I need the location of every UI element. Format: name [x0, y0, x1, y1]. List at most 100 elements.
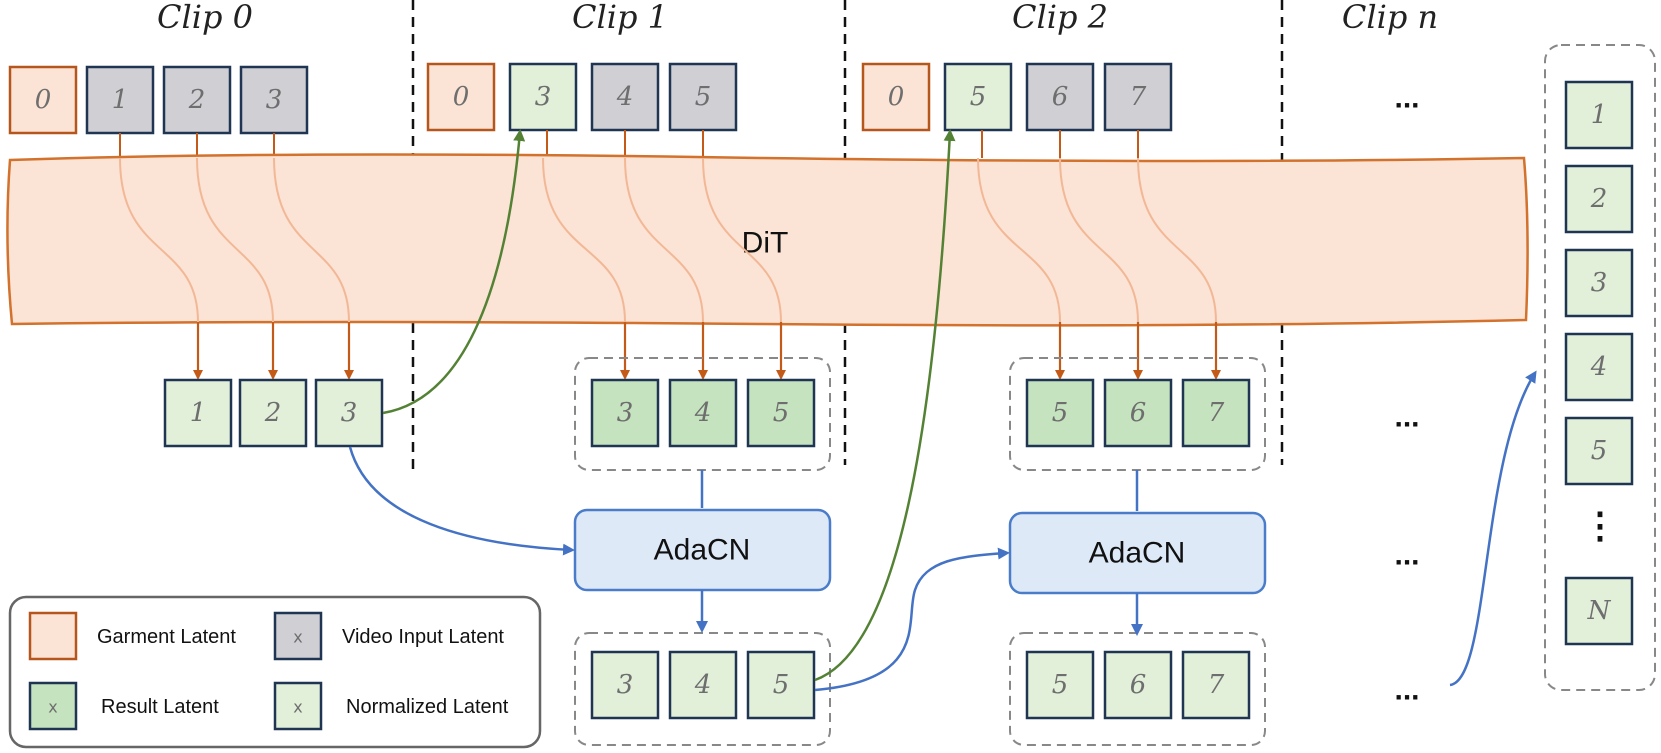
dit-internal-path: [542, 157, 626, 323]
dit-internal-path: [702, 157, 782, 323]
dit-internal-path: [119, 157, 199, 323]
clip-2-input-0-box: [861, 62, 931, 132]
vertical-ellipsis: ⋮: [1582, 505, 1618, 546]
clip-2-input-1-label: 5: [970, 82, 987, 112]
clip-1-input-3-box: [668, 62, 738, 132]
clip-1-input-1-label: 3: [535, 82, 552, 112]
clip-1-input-1-box: [508, 62, 578, 132]
legend-garment-label: Garment Latent: [97, 626, 236, 648]
clip-0-input-1-label: 1: [112, 85, 129, 115]
clip-1-to-adacn-arrow: [814, 547, 1010, 692]
clip-2-normalized-2-label: 7: [1208, 670, 1225, 700]
legend-normalized-swatch: [273, 681, 323, 731]
clip-1-feedback-arrow: [814, 129, 956, 682]
ellipsis: ...: [1394, 674, 1419, 707]
clip-2-output-1-box: [1103, 378, 1173, 448]
final-output-5-label: N: [1587, 596, 1612, 626]
final-output-4-label: 5: [1591, 436, 1608, 466]
clip-2-normalized-2-box: [1181, 650, 1251, 720]
legend-video-swatch: [273, 611, 323, 661]
clip-2-output-2-label: 7: [1208, 398, 1225, 428]
clip-0-output-1-box: [238, 378, 308, 448]
clip-2-title: Clip 2: [1012, 0, 1108, 36]
legend-garment-swatch: [28, 611, 78, 661]
clip-n-title: Clip n: [1342, 0, 1438, 36]
final-output-4-box: [1564, 416, 1634, 486]
dit-output-arrows: [193, 322, 1221, 380]
clip-1-normalized-1-box: [668, 650, 738, 720]
clip-0-output-1-label: 2: [264, 398, 282, 428]
clip-2-input-2-label: 6: [1052, 82, 1069, 112]
clip-0-output-0-label: 1: [190, 398, 207, 428]
clip-2-input-3-box: [1103, 62, 1173, 132]
clip-1-normalized-2-label: 5: [773, 670, 790, 700]
ellipsis: ...: [1394, 401, 1419, 434]
clip-1-input-0-label: 0: [453, 82, 470, 112]
clip-0-title: Clip 0: [157, 0, 253, 36]
final-output-1-label: 2: [1590, 184, 1608, 214]
to-final-output-arrow: [1449, 370, 1537, 687]
clip-1-normalized-2-box: [746, 650, 816, 720]
clip-2-input-0-label: 0: [888, 82, 905, 112]
clip-2-normalized-0-label: 5: [1052, 670, 1069, 700]
clip-0-input-2-label: 2: [188, 85, 206, 115]
clip-0-input-0-label: 0: [35, 85, 52, 115]
dit-internal-path: [624, 157, 704, 323]
clip-2-output-2-box: [1181, 378, 1251, 448]
clip-1-normalized-0-label: 3: [617, 670, 634, 700]
dit-block: [6, 153, 1529, 327]
adacn-label: AdaCN: [1089, 537, 1186, 570]
clip-2-normalized-0-box: [1025, 650, 1095, 720]
clip-1-input-2-box: [590, 62, 660, 132]
input-latents: 0 1 2 3 0 3 4 5 0 5 6 7: [8, 62, 1173, 135]
dit-internal-path: [273, 157, 350, 323]
legend-placeholder: x: [293, 628, 302, 647]
clip-0-output-2-box: [314, 378, 384, 448]
clip-2-normalized-1-label: 6: [1130, 670, 1147, 700]
legend-normalized-label: Normalized Latent: [346, 696, 509, 718]
dit-internal-path: [1059, 157, 1139, 323]
clip-2-output-1-label: 6: [1130, 398, 1147, 428]
final-output-2-label: 3: [1591, 268, 1608, 298]
final-output-0-label: 1: [1591, 100, 1608, 130]
clip-1-title: Clip 1: [572, 0, 668, 36]
clip-2-input-2-box: [1025, 62, 1095, 132]
clip-2-input-1-box: [943, 62, 1013, 132]
legend-video-label: Video Input Latent: [342, 626, 504, 648]
dit-internal-path: [977, 157, 1061, 323]
ellipsis: ...: [1394, 539, 1419, 572]
legend: [8, 595, 542, 749]
clip-0-to-adacn-arrow: [348, 446, 575, 556]
clip-0-input-3-label: 3: [266, 85, 283, 115]
legend-placeholder: x: [293, 698, 302, 717]
adacn-label: AdaCN: [654, 534, 751, 567]
clip-1-output-0-label: 3: [617, 398, 634, 428]
ellipsis: ...: [1394, 82, 1419, 115]
final-output-3-box: [1564, 332, 1634, 402]
final-output-group: [1544, 44, 1656, 691]
clip-1-input-2-label: 4: [616, 82, 634, 112]
clip-1-output-0-box: [590, 378, 660, 448]
clip-2-normalized-1-box: [1103, 650, 1173, 720]
final-output-1-box: [1564, 164, 1634, 234]
final-output-0-box: [1564, 80, 1634, 150]
clip-2-input-3-label: 7: [1130, 82, 1147, 112]
clip-1-output-1-label: 4: [694, 398, 712, 428]
clip-0-output-0-box: [163, 378, 233, 448]
final-output-5-box: [1564, 576, 1634, 646]
legend-result-swatch: [28, 681, 78, 731]
legend-result-label: Result Latent: [101, 696, 219, 718]
clip-1-output-1-box: [668, 378, 738, 448]
clip-2-output-0-label: 5: [1052, 398, 1069, 428]
clip-1-normalized-0-box: [590, 650, 660, 720]
clip-1-input-3-label: 5: [695, 82, 712, 112]
input-stems: [119, 130, 1139, 158]
clip-2-output-0-box: [1025, 378, 1095, 448]
clip-1-normalized-1-label: 4: [694, 670, 712, 700]
clip-1-output-2-box: [746, 378, 816, 448]
clip-0-input-0-box: [8, 65, 78, 135]
clip-1-input-0-box: [426, 62, 496, 132]
clip-0-feedback-arrow: [382, 129, 526, 415]
